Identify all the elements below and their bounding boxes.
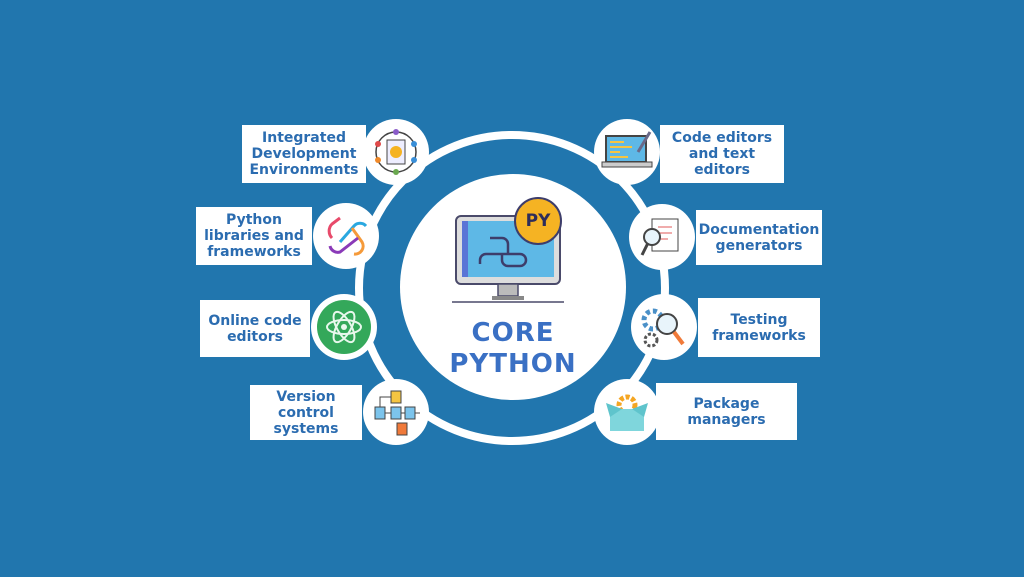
outer-ring bbox=[355, 131, 669, 445]
label-package-managers: Package managers bbox=[656, 383, 797, 440]
laptop-code-icon bbox=[594, 119, 660, 185]
label-documentation: Documentation generators bbox=[696, 210, 822, 265]
magnifier-gear-icon bbox=[631, 294, 697, 360]
center-title-line1: CORE bbox=[471, 318, 555, 348]
label-ide: Integrated Development Environments bbox=[242, 125, 366, 183]
libraries-loop-icon bbox=[313, 203, 379, 269]
package-box-icon bbox=[594, 379, 660, 445]
atom-icon bbox=[311, 294, 377, 360]
label-testing: Testing frameworks bbox=[698, 298, 820, 357]
center-title-line2: PYTHON bbox=[449, 349, 577, 379]
label-version-control: Version control systems bbox=[250, 385, 362, 440]
document-magnifier-icon bbox=[629, 204, 695, 270]
file-flow-icon bbox=[363, 379, 429, 445]
py-badge: PY bbox=[514, 197, 562, 245]
label-libraries: Python libraries and frameworks bbox=[196, 207, 312, 265]
ide-gear-icon bbox=[363, 119, 429, 185]
label-online-editors: Online code editors bbox=[200, 300, 310, 357]
label-code-editors: Code editors and text editors bbox=[660, 125, 784, 183]
